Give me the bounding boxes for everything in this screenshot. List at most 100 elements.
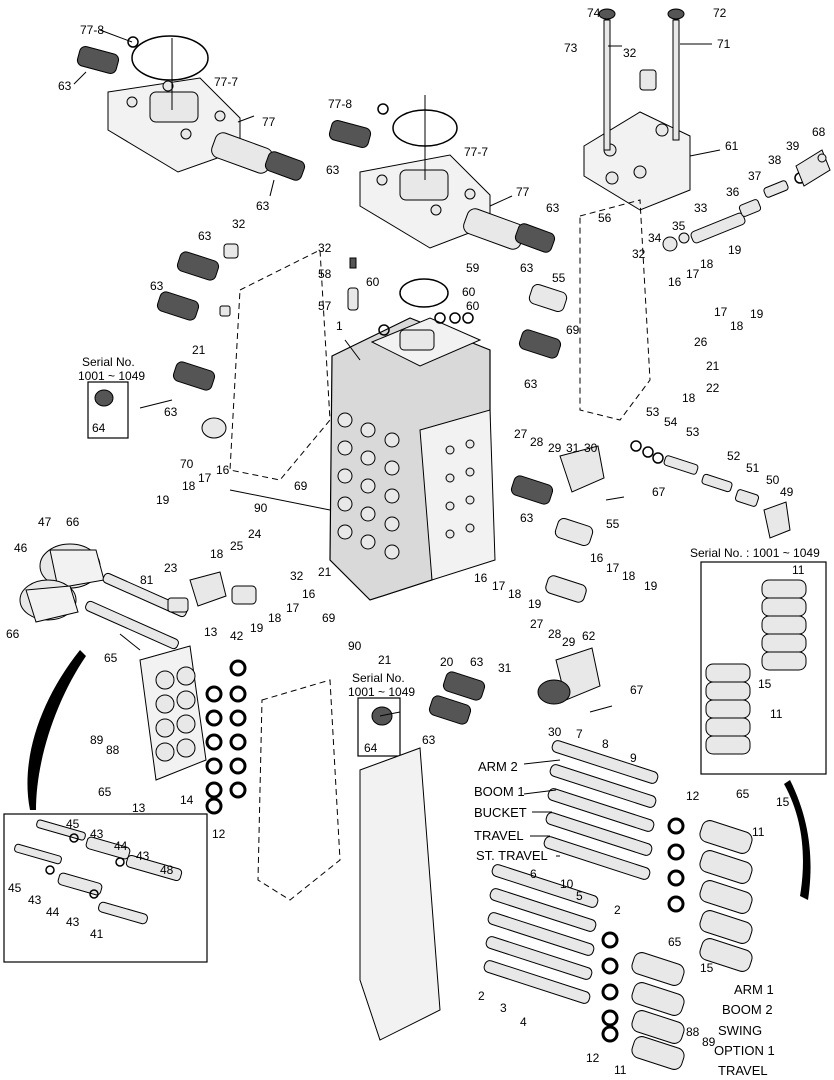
- callout: 58: [318, 267, 332, 281]
- callout: 31: [498, 661, 512, 675]
- callout: 18: [508, 587, 522, 601]
- spool-assembly-right: [630, 440, 791, 539]
- callout: 56: [598, 211, 612, 225]
- callout: 41: [90, 927, 104, 941]
- callout: 16: [590, 551, 604, 565]
- plug-64-left: [94, 389, 114, 407]
- callout: 63: [198, 229, 212, 243]
- callout: 18: [210, 547, 224, 561]
- callout: 65: [98, 785, 112, 799]
- callout: 30: [548, 725, 562, 739]
- serial-label-right: Serial No. : 1001 ~ 1049: [690, 546, 820, 560]
- spools-left: [85, 571, 257, 650]
- callout: 34: [648, 231, 662, 245]
- callout: 43: [28, 893, 42, 907]
- callout: 18: [268, 611, 282, 625]
- callout: 19: [250, 621, 264, 635]
- swoosh-right: [784, 780, 811, 900]
- function-arm2: ARM 2: [478, 759, 518, 774]
- callout: 18: [700, 257, 714, 271]
- serial-label-center: Serial No.: [352, 671, 405, 685]
- callout: 64: [92, 421, 106, 435]
- callout: 13: [204, 625, 218, 639]
- callout: 77-8: [80, 23, 104, 37]
- callout: 63: [58, 79, 72, 93]
- cartridges-left: [156, 243, 239, 439]
- callout: 90: [348, 639, 362, 653]
- callout: 46: [14, 541, 28, 555]
- function-swing: SWING: [718, 1023, 762, 1038]
- callout: 24: [248, 527, 262, 541]
- callout: 65: [736, 787, 750, 801]
- callout: 32: [318, 241, 332, 255]
- function-bucket: BUCKET: [474, 805, 527, 820]
- callout: 21: [706, 359, 720, 373]
- callout: 69: [294, 479, 308, 493]
- serial-box-cartridges: [705, 579, 807, 755]
- callout: 81: [140, 573, 154, 587]
- callout: 42: [230, 629, 244, 643]
- serial-label-left: Serial No.: [82, 355, 135, 369]
- function-arm1: ARM 1: [734, 982, 774, 997]
- callout: 17: [686, 267, 700, 281]
- callout: 16: [302, 587, 316, 601]
- callout: 33: [694, 201, 708, 215]
- callout: 43: [90, 827, 104, 841]
- callout: 69: [566, 323, 580, 337]
- leader-lines: [73, 43, 721, 857]
- serial-range-center: 1001 ~ 1049: [348, 685, 415, 699]
- callout: 77-7: [464, 145, 488, 159]
- gasket-left: [229, 249, 331, 481]
- callout: 59: [466, 261, 480, 275]
- callout: 48: [160, 863, 174, 877]
- callout: 63: [546, 201, 560, 215]
- block-ports: [337, 412, 400, 560]
- callout: 69: [322, 611, 336, 625]
- callout: 50: [766, 473, 780, 487]
- caps-11-upper: [699, 820, 753, 972]
- callout: 77: [262, 115, 276, 129]
- callout: 55: [552, 271, 566, 285]
- callout: 17: [606, 561, 620, 575]
- callout: 45: [8, 881, 22, 895]
- callout: 30: [584, 441, 598, 455]
- callout: 63: [150, 279, 164, 293]
- callout: 15: [758, 677, 772, 691]
- callout: 16: [474, 571, 488, 585]
- callout: 32: [232, 217, 246, 231]
- cover-77-left: [76, 29, 306, 181]
- spool-bank-upper: [543, 740, 659, 880]
- callout: 19: [528, 597, 542, 611]
- callout: 15: [700, 961, 714, 975]
- callout: 63: [520, 261, 534, 275]
- function-labels-left: ARM 2 BOOM 1 BUCKET TRAVEL ST. TRAVEL: [474, 759, 548, 863]
- callout: 43: [66, 915, 80, 929]
- callout: 49: [780, 485, 794, 499]
- function-option1: OPTION 1: [714, 1043, 775, 1058]
- callout: 6: [530, 867, 537, 881]
- callout: 51: [746, 461, 760, 475]
- callout: 37: [748, 169, 762, 183]
- callout: 67: [652, 485, 666, 499]
- callout: 2: [478, 989, 485, 1003]
- callout: 36: [726, 185, 740, 199]
- callout: 18: [622, 569, 636, 583]
- callout: 22: [706, 381, 720, 395]
- callout: 20: [440, 655, 454, 669]
- callout: 21: [192, 343, 206, 357]
- function-st-travel: ST. TRAVEL: [476, 848, 548, 863]
- callout: 9: [630, 751, 637, 765]
- callout: 45: [66, 817, 80, 831]
- callout: 18: [730, 319, 744, 333]
- side-plate-holes: [445, 439, 475, 539]
- flange-61: [583, 8, 691, 211]
- caps-11-lower: [631, 952, 685, 1070]
- callout: 90: [254, 501, 268, 515]
- cover-77-middle: [328, 95, 556, 253]
- callout: 67: [630, 683, 644, 697]
- callout: 17: [198, 471, 212, 485]
- callout: 18: [182, 479, 196, 493]
- callout: 64: [364, 741, 378, 755]
- callout: 63: [326, 163, 340, 177]
- callout: 62: [582, 629, 596, 643]
